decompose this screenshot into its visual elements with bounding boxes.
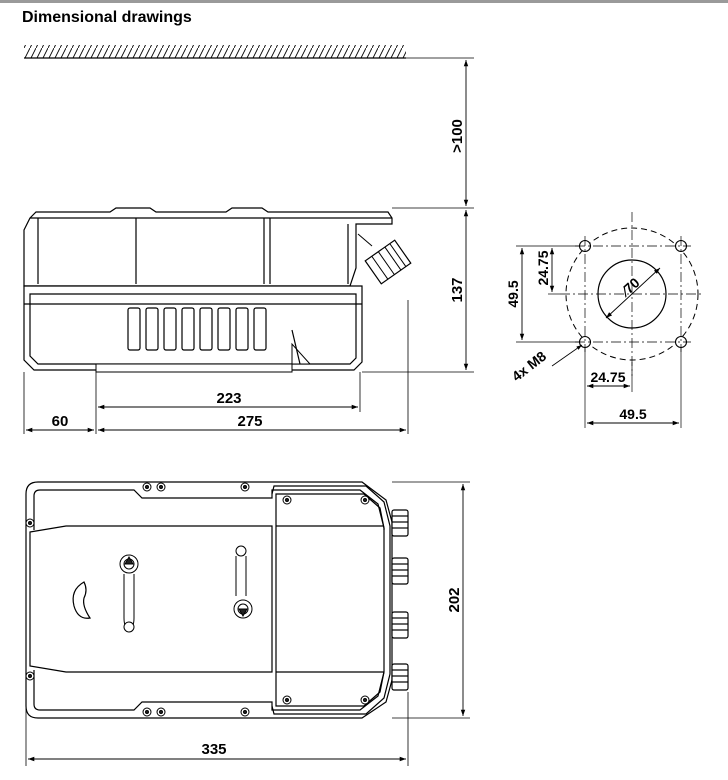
handwheel-symbol <box>72 581 92 619</box>
top-width-335-label: 335 <box>201 741 226 758</box>
clearance-label: >100 <box>449 119 466 153</box>
bolt-spacing-h-label: 49.5 <box>619 406 646 422</box>
side-view: >100 137 223 275 60 <box>23 45 474 434</box>
top-height-202-label: 202 <box>446 587 463 612</box>
dim-offset-60: 60 <box>25 413 94 433</box>
cooling-ribs <box>127 307 267 351</box>
top-view: 202 335 <box>25 481 470 766</box>
width-223-label: 223 <box>216 390 241 407</box>
dim-width-223: 223 <box>98 390 358 410</box>
top-rule <box>0 0 728 3</box>
bolt-half-h-label: 24.75 <box>590 369 625 385</box>
dim-bolt-spacing-v: 49.5 <box>505 248 525 340</box>
housing-screws <box>25 482 370 717</box>
dim-bolt-half-v: 24.75 <box>535 248 555 292</box>
width-275-label: 275 <box>237 413 262 430</box>
page-title: Dimensional drawings <box>22 9 192 26</box>
dim-top-width-335: 335 <box>27 741 406 762</box>
dim-top-height-202: 202 <box>446 484 466 716</box>
top-cable-glands <box>391 509 409 691</box>
ceiling-hatch <box>24 45 406 59</box>
bolt-thread-label: 4x M8 <box>509 348 550 385</box>
dim-bolt-spacing-h: 49.5 <box>587 406 679 426</box>
dim-bolt-half-h: 24.75 <box>587 369 630 389</box>
dim-clearance: >100 <box>449 60 469 206</box>
side-housing <box>23 207 393 373</box>
position-indicator-right <box>233 545 253 619</box>
position-indicator-left <box>119 554 139 633</box>
diameter-label: ∕70 <box>616 274 642 300</box>
cable-gland <box>364 239 412 285</box>
bolt-spacing-v-label: 49.5 <box>505 280 521 307</box>
offset-60-label: 60 <box>52 413 69 430</box>
dim-height-137: 137 <box>449 210 469 370</box>
dim-width-275: 275 <box>98 413 406 433</box>
height-137-label: 137 <box>449 277 466 302</box>
flange-view: ∕70 49.5 24.75 4x M8 24.75 49.5 <box>505 212 704 428</box>
bolt-half-v-label: 24.75 <box>535 250 551 285</box>
